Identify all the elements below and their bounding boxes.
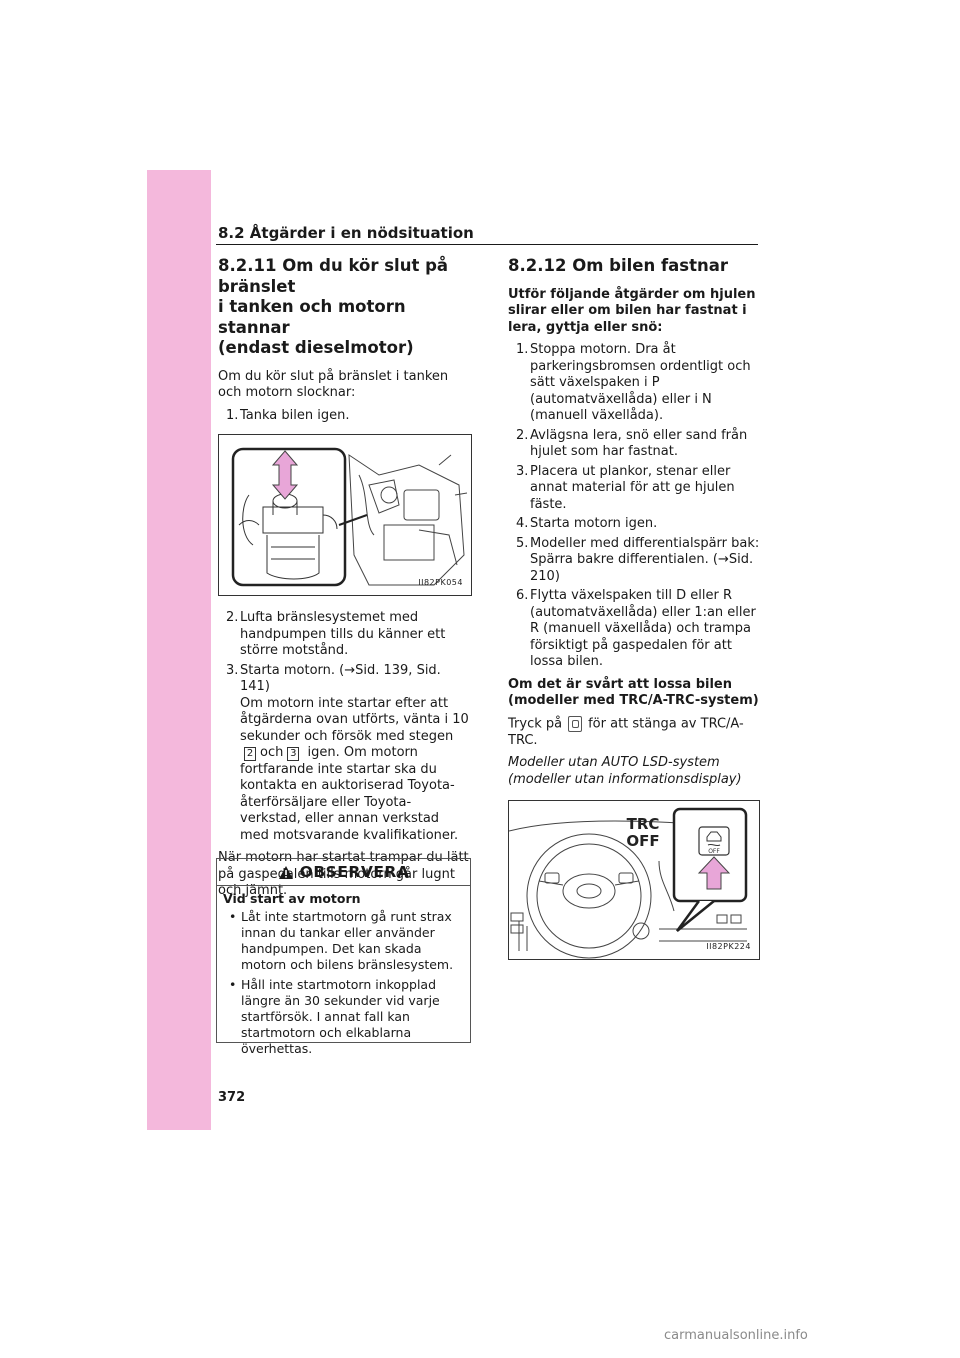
bullet-dot: •: [229, 977, 237, 992]
step-number: 2.: [226, 610, 239, 625]
step-text: Tanka bilen igen.: [240, 407, 350, 423]
step-text: Modeller med differentialspärr bak: Spär…: [530, 535, 760, 584]
fig-off-label: OFF: [708, 848, 720, 855]
fuel-filter-illustration: II82PK054: [218, 434, 472, 596]
step-reference-2[interactable]: 2: [244, 747, 256, 761]
step-text: Starta motorn igen.: [530, 516, 658, 531]
step-3: 3.Placera ut plankor, stenar eller annat…: [508, 464, 760, 514]
step-reference-3[interactable]: 3: [287, 747, 300, 761]
step-5: 5.Modeller med differentialspärr bak: Sp…: [508, 536, 760, 586]
heading-8-2-12: 8.2.12 Om bilen fastnar: [508, 256, 729, 275]
step-text: Lufta bränslesystemet med handpumpen til…: [240, 610, 446, 658]
trc-off-button-icon: [568, 715, 583, 732]
och-word: och: [260, 745, 284, 760]
lead-text: Utför följande åtgärder om hjulen slirar…: [508, 286, 756, 335]
figure-id: II82PK224: [706, 941, 751, 951]
intro-text: Om du kör slut på bränslet i tanken och …: [218, 368, 449, 401]
trc-label-top: TRC: [627, 815, 660, 833]
figure-id: II82PK054: [418, 577, 463, 587]
model-note: Modeller utan AUTO LSD-system (modeller …: [508, 755, 742, 787]
bullet-dot: •: [229, 909, 237, 924]
up-down-arrow: [271, 450, 299, 500]
warning-box: OBSERVERA Vid start av motorn • Låt inte…: [216, 858, 471, 1056]
heading-line-1: 8.2.11 Om du kör slut på bränslet: [218, 256, 449, 296]
step-text: Placera ut plankor, stenar eller annat m…: [530, 463, 735, 512]
step-2: 2. Lufta bränslesystemet med handpumpen …: [218, 610, 470, 660]
heading-8-2-11: 8.2.11 Om du kör slut på bränslet i tank…: [218, 256, 470, 359]
warning-body: Vid start av motorn • Låt inte startmoto…: [217, 886, 470, 1057]
steering-wheel-drawing: OFF TRC OFF: [509, 807, 748, 959]
press-text-b: för att stänga av TRC/A-TRC.: [508, 716, 744, 748]
step-4: 4.Starta motorn igen.: [508, 516, 760, 533]
step-number: 3.: [226, 662, 239, 678]
fuel-pump-drawing: [231, 447, 468, 587]
right-column: 8.2.12 Om bilen fastnar Utför följande å…: [508, 256, 760, 974]
warning-bullet: • Håll inte startmotorn inkopplad längre…: [223, 977, 464, 1057]
warning-header: OBSERVERA: [217, 859, 470, 886]
step-text: Flytta växelspaken till D eller R (autom…: [530, 588, 756, 669]
left-column: 8.2.11 Om du kör slut på bränslet i tank…: [218, 256, 472, 906]
step-number: 5.: [516, 535, 529, 551]
step-3-note: Om motorn inte startar efter att åtgärde…: [240, 696, 470, 845]
step-3-note-a: Om motorn inte startar efter att åtgärde…: [240, 695, 469, 744]
header-divider: [216, 244, 758, 245]
chapter-sidebar-tab: [147, 170, 211, 1130]
step-text: Stoppa motorn. Dra åt parkeringsbromsen …: [530, 342, 751, 423]
warning-subtitle: Vid start av motorn: [223, 891, 361, 906]
page-number: 372: [218, 1090, 246, 1105]
dashboard-illustration: OFF TRC OFF II82PK224: [508, 800, 760, 960]
step-3-note-b: igen. Om motorn fortfarande inte startar…: [240, 745, 459, 843]
step-1: 1.Stoppa motorn. Dra åt parkeringsbromse…: [508, 342, 760, 425]
heading-line-2: i tanken och motorn stannar: [218, 297, 406, 337]
step-2: 2.Avlägsna lera, snö eller sand från hju…: [508, 428, 760, 461]
step-text: Avlägsna lera, snö eller sand från hjule…: [530, 427, 748, 460]
footer-watermark: carmanualsonline.info: [664, 1328, 808, 1343]
heading-line-3: (endast dieselmotor): [218, 338, 414, 357]
step-6: 6.Flytta växelspaken till D eller R (aut…: [508, 588, 760, 671]
step-number: 3.: [516, 463, 529, 479]
step-text: Starta motorn. (→Sid. 139, Sid. 141): [240, 662, 441, 695]
bullet-text: Låt inte startmotorn gå runt strax innan…: [241, 909, 454, 972]
step-number: 2.: [516, 427, 529, 443]
step-number: 6.: [516, 588, 529, 603]
trc-label-bottom: OFF: [626, 832, 659, 850]
step-number: 1.: [516, 342, 529, 357]
press-arrow: [697, 856, 731, 890]
step-3: 3. Starta motorn. (→Sid. 139, Sid. 141) …: [218, 663, 470, 845]
trc-subheading: Om det är svårt att lossa bilen (modelle…: [508, 676, 759, 709]
after-start-text: När motorn har startat trampar du lätt p…: [218, 850, 469, 898]
bullet-text: Håll inte startmotorn inkopplad längre ä…: [241, 977, 440, 1056]
step-number: 4.: [516, 516, 529, 531]
press-text-a: Tryck på: [508, 716, 563, 731]
warning-title: OBSERVERA: [299, 863, 410, 881]
warning-bullet: • Låt inte startmotorn gå runt strax inn…: [223, 909, 464, 973]
section-header: 8.2 Åtgärder i en nödsituation: [218, 224, 474, 242]
step-1: 1. Tanka bilen igen.: [218, 408, 470, 425]
warning-triangle-icon: [278, 865, 293, 879]
step-number: 1.: [226, 407, 239, 423]
